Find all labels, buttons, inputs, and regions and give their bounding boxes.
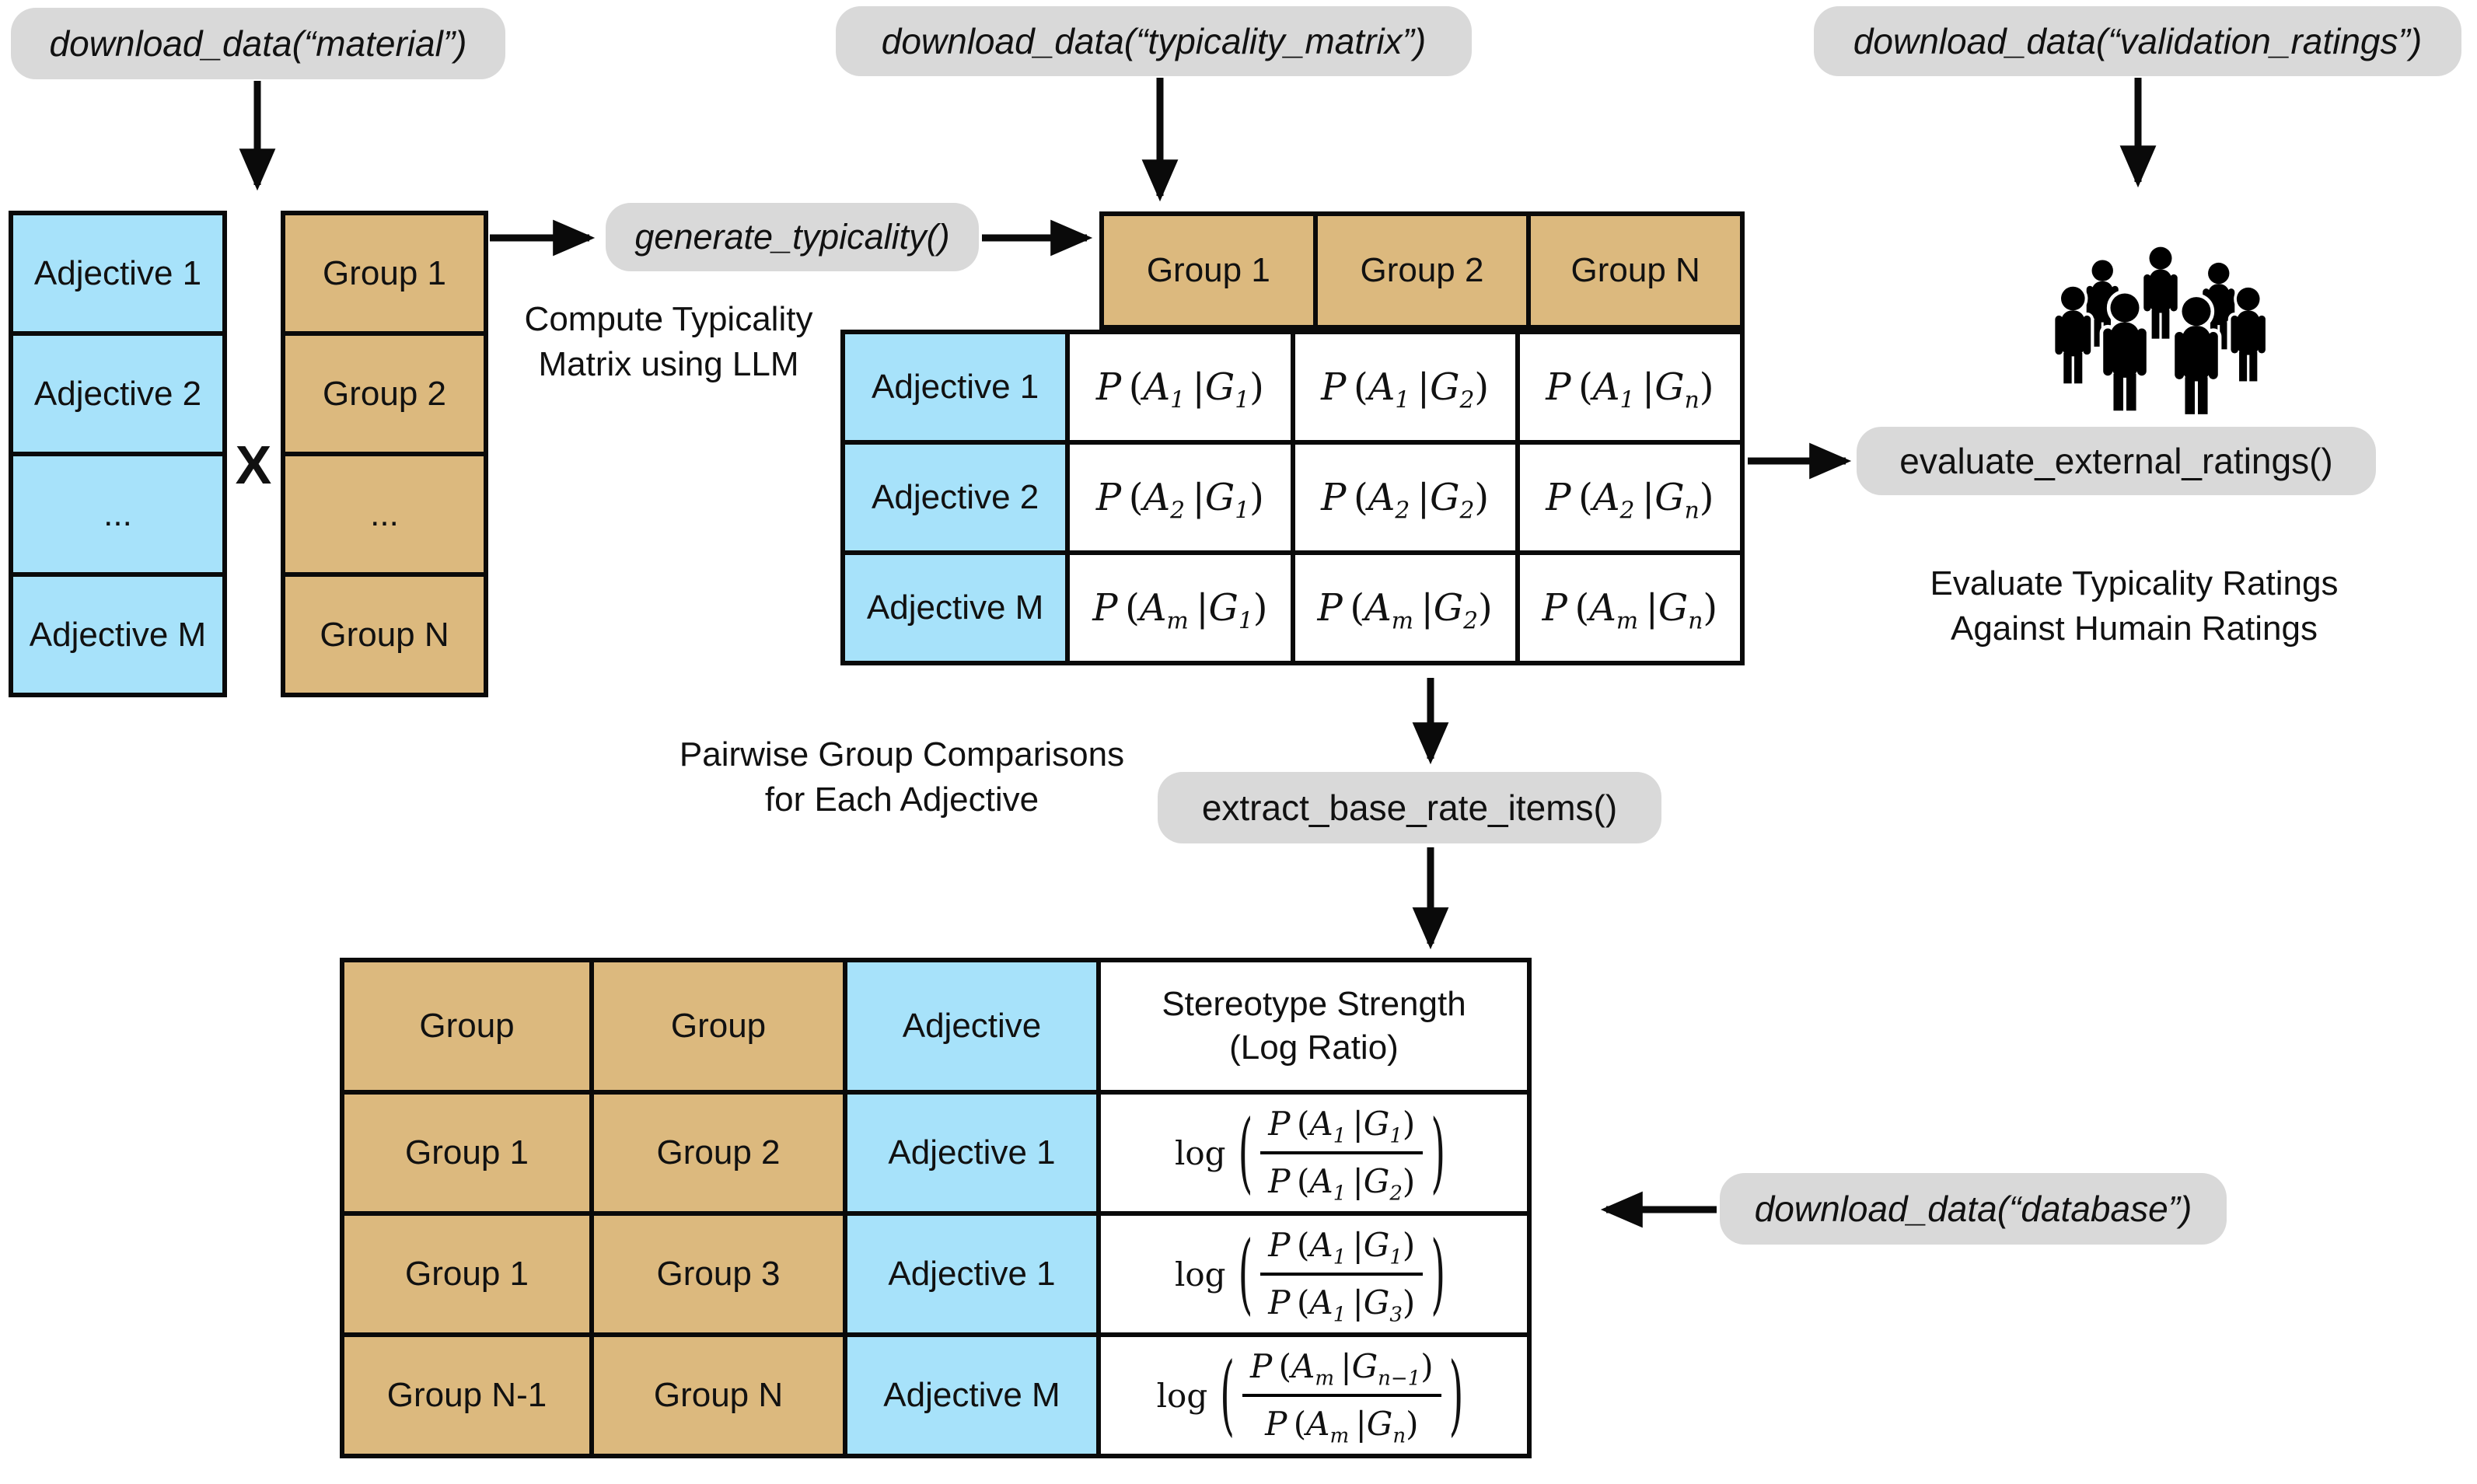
caption-compute-typicality: Compute Typicality Matrix using LLM bbox=[524, 300, 813, 383]
probability-term: P (A2 |Gn) bbox=[1546, 476, 1714, 525]
cross-product-operator: X bbox=[235, 435, 272, 495]
adjective-list-item: Adjective 2 bbox=[9, 331, 227, 456]
base-rate-column-header: Group bbox=[589, 958, 847, 1095]
stereotype-strength-cell: log ( P (A1 |G1) P (A1 |G3)) bbox=[1096, 1211, 1532, 1337]
probability-term: P (A2 |G2) bbox=[1321, 476, 1490, 525]
pill-extract-base-rate-items: extract_base_rate_items() bbox=[1158, 772, 1661, 843]
group-list-item: Group 2 bbox=[281, 331, 488, 456]
group-a-cell: Group 1 bbox=[340, 1090, 594, 1216]
adjective-cell: Adjective 1 bbox=[843, 1211, 1101, 1337]
log-ratio-formula: log ( P (A1 |G1) P (A1 |G3)) bbox=[1101, 1223, 1527, 1327]
adjective-list-item: ... bbox=[9, 452, 227, 577]
log-word: log bbox=[1174, 1255, 1226, 1294]
pill-download-material: download_data(“material”) bbox=[11, 8, 505, 79]
matrix-probability-cell: P (A2 |Gn) bbox=[1514, 440, 1745, 555]
probability-term: P (Am |Gn) bbox=[1265, 1405, 1419, 1448]
probability-term: P (A1 |G2) bbox=[1268, 1162, 1416, 1206]
fraction: P (A1 |G1) P (A1 |G3) bbox=[1260, 1224, 1424, 1327]
matrix-column-header: Group 1 bbox=[1099, 211, 1318, 330]
group-list-item: ... bbox=[281, 452, 488, 577]
probability-term: P (A2 |G1) bbox=[1095, 476, 1264, 525]
group-b-cell: Group 3 bbox=[589, 1211, 847, 1337]
log-word: log bbox=[1174, 1133, 1226, 1172]
group-list-item: Group N bbox=[281, 572, 488, 697]
pill-generate-typicality: generate_typicality() bbox=[606, 203, 979, 271]
probability-term: P (A1 |G1) bbox=[1095, 365, 1264, 414]
probability-term: P (A1 |G1) bbox=[1268, 1105, 1416, 1148]
caption-evaluate-ratings: Evaluate Typicality Ratings Against Huma… bbox=[1930, 564, 2339, 648]
fraction-numerator: P (Am |Gn−1) bbox=[1242, 1346, 1441, 1397]
close-paren: ) bbox=[1431, 1223, 1446, 1325]
stereotype-strength-cell: log ( P (Am |Gn−1) P (Am |Gn)) bbox=[1096, 1332, 1532, 1458]
open-paren: ( bbox=[1238, 1223, 1253, 1325]
log-word: log bbox=[1156, 1376, 1208, 1415]
pill-download-database: download_data(“database”) bbox=[1720, 1173, 2227, 1245]
fraction-numerator: P (A1 |G1) bbox=[1260, 1224, 1424, 1276]
probability-term: P (Am |Gn−1) bbox=[1249, 1347, 1434, 1391]
group-b-cell: Group N bbox=[589, 1332, 847, 1458]
matrix-column-header: Group 2 bbox=[1312, 211, 1532, 330]
pill-download-typicality-matrix: download_data(“typicality_matrix”) bbox=[836, 6, 1472, 76]
fraction: P (Am |Gn−1) P (Am |Gn) bbox=[1242, 1346, 1441, 1448]
pill-evaluate-external-ratings: evaluate_external_ratings() bbox=[1857, 427, 2376, 495]
stereotype-strength-cell: log ( P (A1 |G1) P (A1 |G2)) bbox=[1096, 1090, 1532, 1216]
base-rate-column-header: Group bbox=[340, 958, 594, 1095]
fraction-denominator: P (Am |Gn) bbox=[1242, 1397, 1441, 1448]
matrix-probability-cell: P (A1 |G1) bbox=[1065, 330, 1295, 445]
probability-term: P (A1 |G2) bbox=[1321, 365, 1490, 414]
fraction: P (A1 |G1) P (A1 |G2) bbox=[1260, 1103, 1424, 1203]
caption-pairwise-comparisons: Pairwise Group Comparisons for Each Adje… bbox=[679, 735, 1125, 819]
group-a-cell: Group N-1 bbox=[340, 1332, 594, 1458]
probability-term: P (A1 |Gn) bbox=[1546, 365, 1714, 414]
fraction-denominator: P (A1 |G3) bbox=[1260, 1276, 1423, 1327]
matrix-column-header: Group N bbox=[1526, 211, 1745, 330]
log-ratio-formula: log ( P (Am |Gn−1) P (Am |Gn)) bbox=[1101, 1344, 1527, 1448]
group-list-item: Group 1 bbox=[281, 211, 488, 336]
base-rate-column-header: Adjective bbox=[843, 958, 1101, 1095]
fraction-numerator: P (A1 |G1) bbox=[1260, 1103, 1424, 1154]
adjective-cell: Adjective M bbox=[843, 1332, 1101, 1458]
probability-term: P (Am |G2) bbox=[1317, 586, 1493, 635]
matrix-probability-cell: P (A1 |G2) bbox=[1290, 330, 1520, 445]
probability-term: P (Am |G1) bbox=[1092, 586, 1268, 635]
open-paren: ( bbox=[1238, 1102, 1253, 1204]
probability-term: P (Am |Gn) bbox=[1542, 586, 1718, 635]
matrix-probability-cell: P (A2 |G2) bbox=[1290, 440, 1520, 555]
group-a-cell: Group 1 bbox=[340, 1211, 594, 1337]
matrix-probability-cell: P (Am |G2) bbox=[1290, 550, 1520, 665]
matrix-probability-cell: P (Am |G1) bbox=[1065, 550, 1295, 665]
group-b-cell: Group 2 bbox=[589, 1090, 847, 1216]
close-paren: ) bbox=[1431, 1102, 1446, 1204]
adjective-cell: Adjective 1 bbox=[843, 1090, 1101, 1216]
open-paren: ( bbox=[1220, 1344, 1235, 1447]
log-ratio-formula: log ( P (A1 |G1) P (A1 |G2)) bbox=[1101, 1102, 1527, 1204]
fraction-denominator: P (A1 |G2) bbox=[1260, 1154, 1423, 1203]
matrix-probability-cell: P (A2 |G1) bbox=[1065, 440, 1295, 555]
people-crowd-icon bbox=[2055, 247, 2266, 414]
matrix-row-header: Adjective 1 bbox=[840, 330, 1071, 445]
matrix-row-header: Adjective M bbox=[840, 550, 1071, 665]
probability-term: P (A1 |G3) bbox=[1268, 1283, 1416, 1327]
close-paren: ) bbox=[1448, 1344, 1464, 1447]
matrix-row-header: Adjective 2 bbox=[840, 440, 1071, 555]
pill-download-validation-ratings: download_data(“validation_ratings”) bbox=[1814, 6, 2461, 76]
matrix-probability-cell: P (A1 |Gn) bbox=[1514, 330, 1745, 445]
base-rate-column-header: Stereotype Strength (Log Ratio) bbox=[1096, 958, 1532, 1095]
probability-term: P (A1 |G1) bbox=[1268, 1226, 1416, 1269]
typicality-matrix: Adjective 1 P (A1 |G1) P (A1 |G2) P (A1 |Gn… bbox=[840, 330, 1745, 665]
adjective-list-item: Adjective 1 bbox=[9, 211, 227, 336]
matrix-probability-cell: P (Am |Gn) bbox=[1514, 550, 1745, 665]
adjective-list-item: Adjective M bbox=[9, 572, 227, 697]
